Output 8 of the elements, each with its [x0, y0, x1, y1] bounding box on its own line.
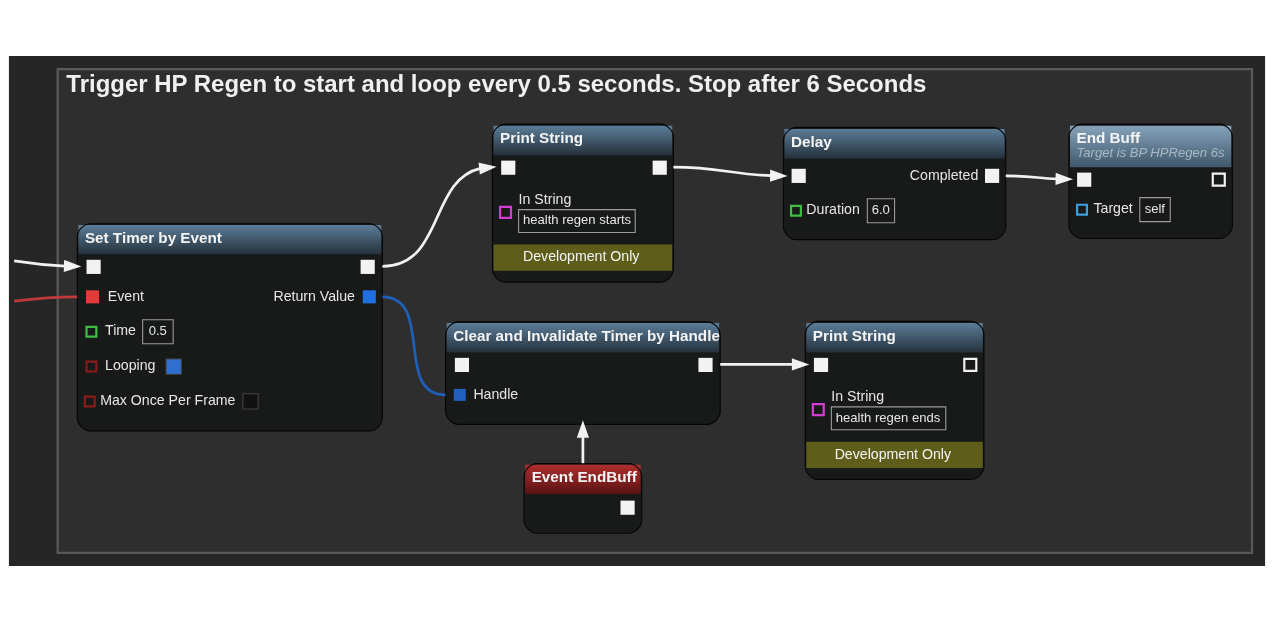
arrow — [720, 357, 810, 370]
arrow — [382, 161, 497, 268]
connector — [382, 295, 446, 396]
arrow — [673, 165, 788, 182]
arrow — [576, 419, 589, 463]
connector — [14, 294, 78, 303]
arrow — [13, 259, 82, 272]
arrow — [1005, 172, 1074, 185]
